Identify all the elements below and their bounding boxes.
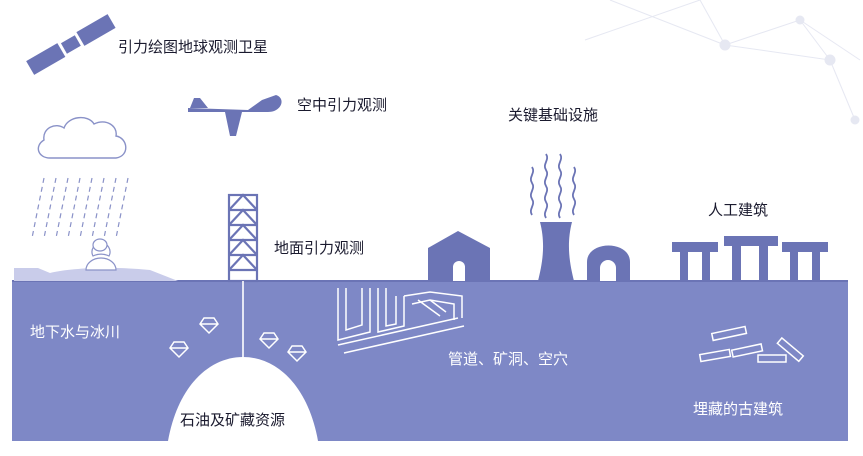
airplane-icon xyxy=(188,95,282,136)
glacier-icon xyxy=(14,267,178,281)
label-airborne: 空中引力观测 xyxy=(297,96,388,114)
label-infrastructure: 关键基础设施 xyxy=(508,106,599,124)
mineral-diamond-icons xyxy=(169,317,307,363)
network-decoration xyxy=(584,0,861,125)
temple-columns-icon xyxy=(672,236,828,281)
ground-tower-icon xyxy=(227,193,259,283)
label-ancient: 埋藏的古建筑 xyxy=(693,400,784,418)
label-oil: 石油及矿藏资源 xyxy=(180,411,286,429)
snowman-icon xyxy=(85,242,117,271)
label-tunnels: 管道、矿洞、空穴 xyxy=(448,350,569,368)
label-buildings: 人工建筑 xyxy=(708,201,769,219)
tunnel-pipes xyxy=(337,288,465,354)
oil-reservoir-dome xyxy=(168,357,318,441)
underground-area xyxy=(12,281,848,441)
label-ground: 地面引力观测 xyxy=(274,239,365,257)
rain-icon xyxy=(31,177,129,239)
buried-ruins-icon xyxy=(698,325,805,363)
satellite-icon xyxy=(26,14,116,75)
label-groundwater: 地下水与冰川 xyxy=(30,323,121,341)
steam-icon xyxy=(529,153,577,219)
cloud-icon xyxy=(37,117,127,159)
label-satellite: 引力绘图地球观测卫星 xyxy=(118,38,269,56)
cooling-tower-icon xyxy=(538,222,574,281)
house-icon xyxy=(428,231,490,281)
